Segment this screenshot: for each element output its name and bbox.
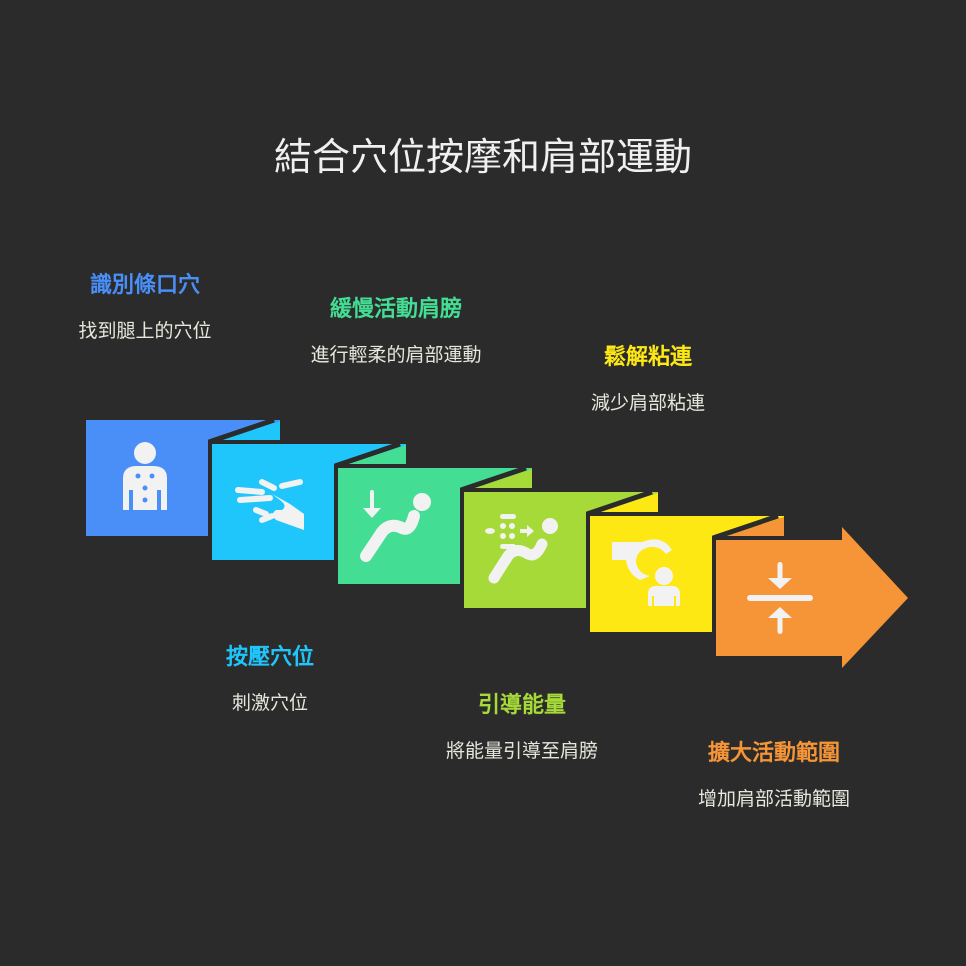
step-4-desc: 將能量引導至肩膀: [445, 740, 598, 762]
step-1-title: 識別條口穴: [89, 272, 200, 298]
hand-release-person-icon: [612, 539, 680, 606]
panel-fold-line: [712, 513, 779, 541]
arrow-head: [842, 527, 908, 668]
step-5-desc: 減少肩部粘連: [590, 392, 705, 414]
step-3-desc: 進行輕柔的肩部運動: [310, 344, 482, 366]
step-3-label: 緩慢活動肩膀 進行輕柔的肩部運動: [266, 294, 526, 368]
stretching-person-icon: [360, 490, 431, 562]
compress-expand-icon: [747, 562, 813, 634]
step-4-label: 引導能量 將能量引導至肩膀: [392, 690, 652, 764]
step-5-label: 鬆解粘連 減少肩部粘連: [518, 342, 778, 416]
diagram-title: 結合穴位按摩和肩部運動: [273, 135, 692, 179]
energy-flow-icon: [485, 514, 558, 584]
step-4-title: 引導能量: [477, 692, 566, 718]
body-acupoints-icon: [123, 442, 167, 510]
panel-fold-line: [208, 417, 275, 445]
step-1-label: 識別條口穴 找到腿上的穴位: [15, 270, 275, 344]
step-3-title: 緩慢活動肩膀: [329, 296, 462, 322]
step-1-desc: 找到腿上的穴位: [78, 320, 212, 342]
step-6-title: 擴大活動範圍: [707, 740, 840, 766]
step-2-desc: 刺激穴位: [231, 692, 308, 714]
step-6-label: 擴大活動範圍 增加肩部活動範圍: [644, 738, 904, 812]
step-5-title: 鬆解粘連: [603, 344, 692, 370]
panel-fold-line: [586, 489, 653, 517]
step-2-label: 按壓穴位 刺激穴位: [140, 642, 400, 716]
panel-fold-line: [334, 441, 401, 469]
step-6-desc: 增加肩部活動範圍: [697, 788, 850, 810]
hand-press-icon: [235, 479, 304, 530]
step-2-title: 按壓穴位: [225, 644, 314, 670]
panel-fold-line: [460, 465, 527, 493]
